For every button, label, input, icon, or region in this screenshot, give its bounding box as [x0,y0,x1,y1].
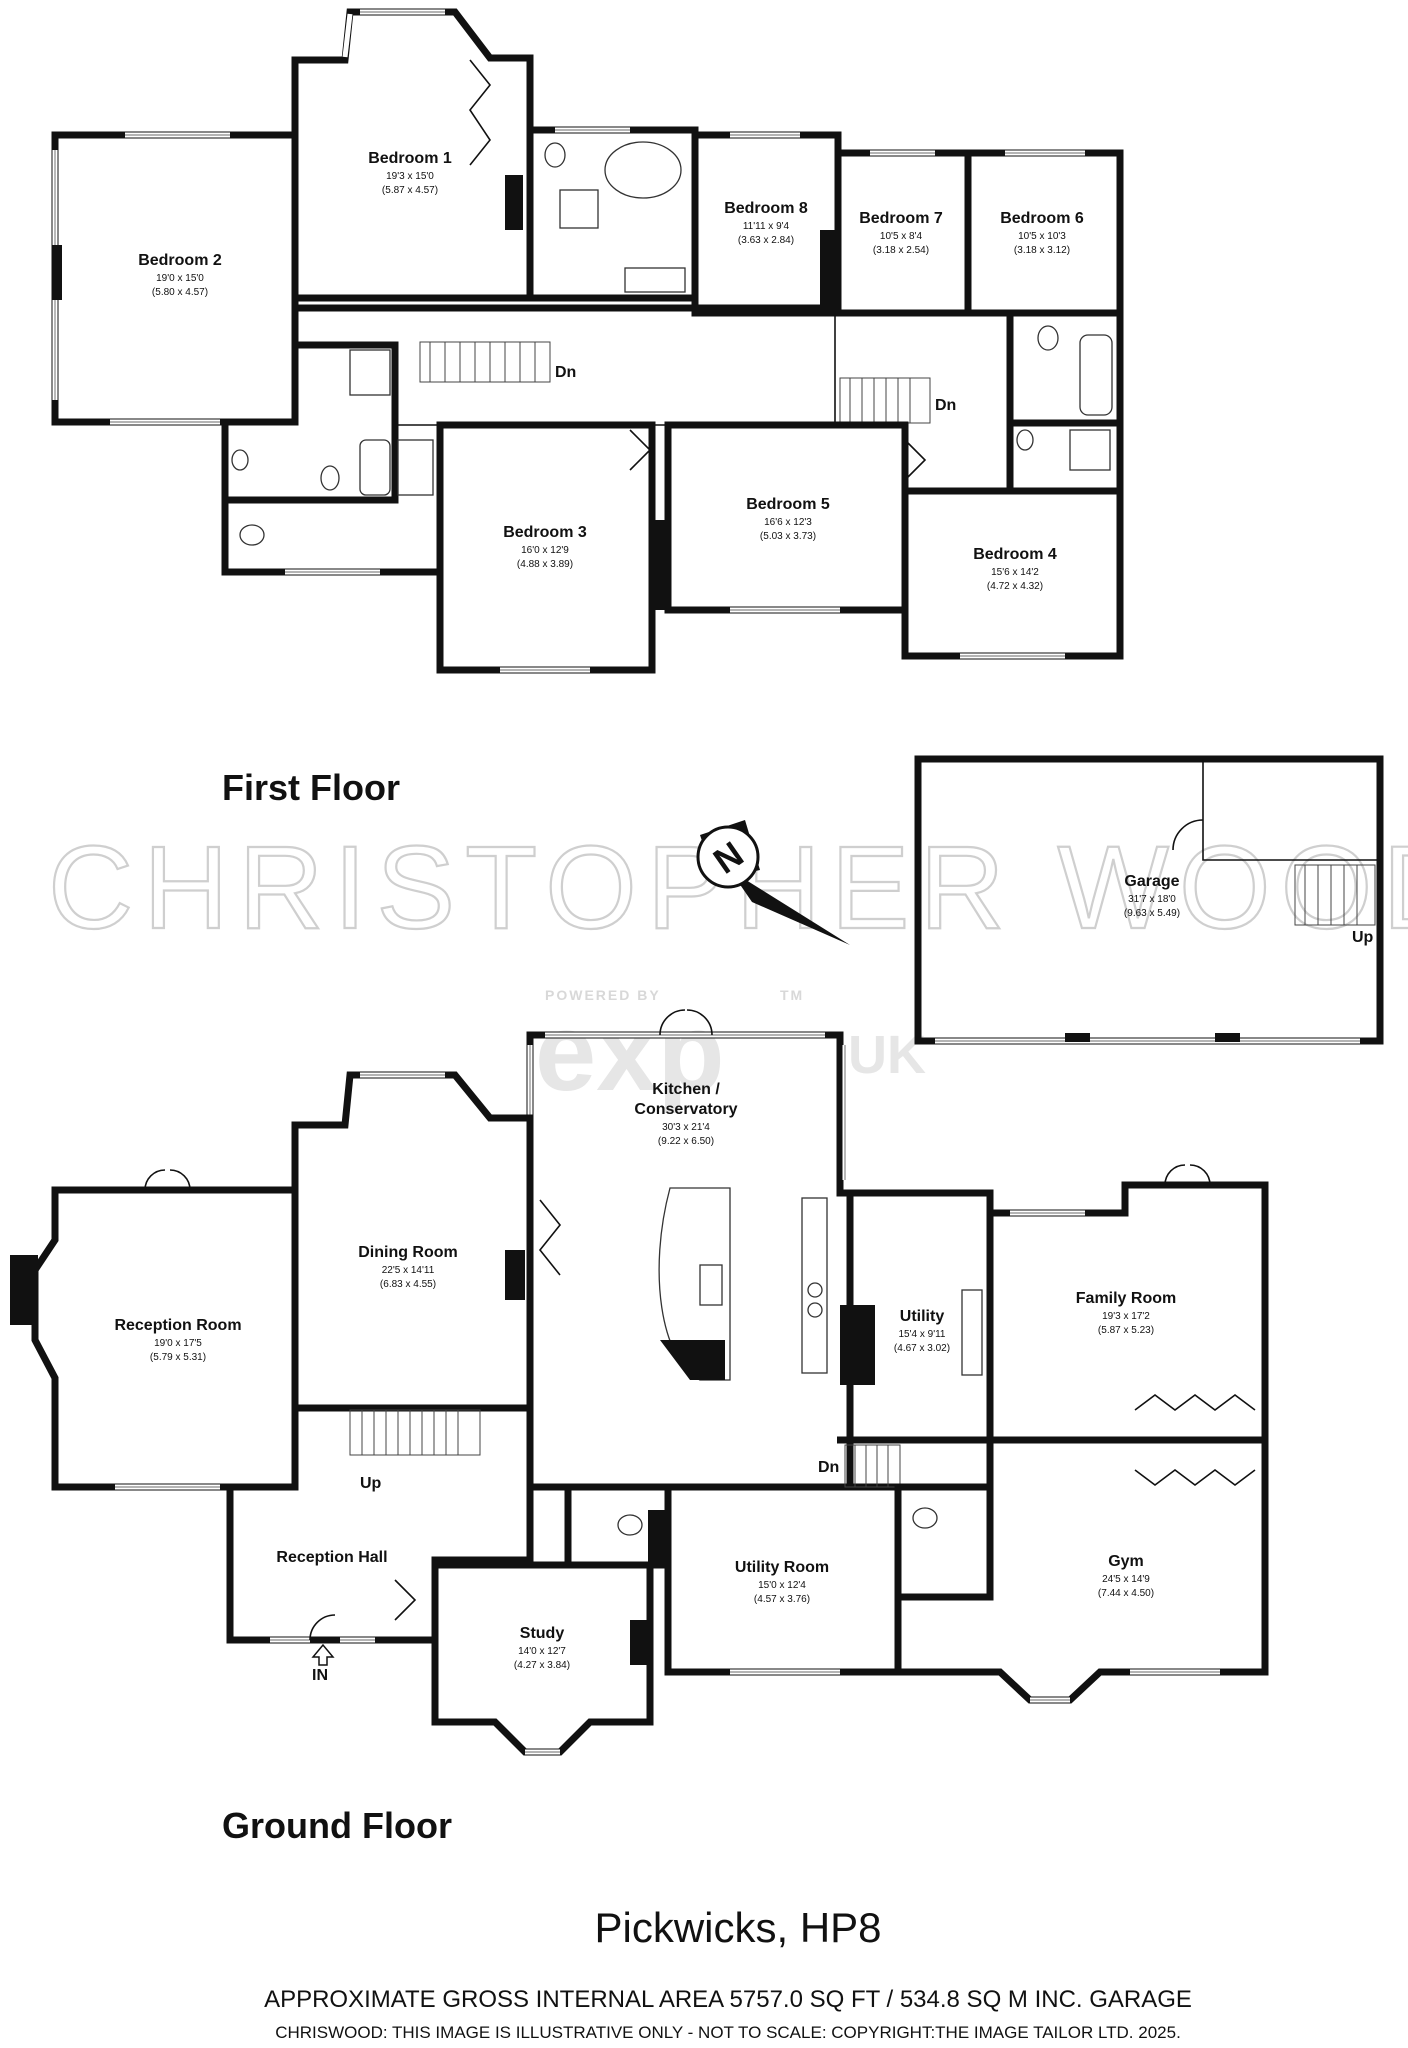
svg-text:(4.67 x 3.02): (4.67 x 3.02) [894,1343,950,1354]
stair-label-up: Up [360,1475,382,1492]
first-floor-plan: Dn Dn Bedroom 1 19'3 x 15'0 [51,8,1124,674]
svg-text:Bedroom 3: Bedroom 3 [503,524,587,541]
room-label-family-room: Family Room 19'3 x 17'2 (5.87 x 5.23) [1076,1290,1176,1336]
svg-text:30'3 x 21'4: 30'3 x 21'4 [662,1122,710,1133]
svg-text:31'7 x 18'0: 31'7 x 18'0 [1128,894,1176,905]
svg-text:Reception Hall: Reception Hall [276,1549,387,1566]
svg-text:15'0 x 12'4: 15'0 x 12'4 [758,1580,806,1591]
stair-label-dn-2: Dn [935,397,956,414]
svg-text:Bedroom 5: Bedroom 5 [746,496,830,513]
room-label-bedroom-5: Bedroom 5 16'6 x 12'3 (5.03 x 3.73) [746,496,830,542]
north-arrow-icon: N [696,820,850,945]
watermark-logo: exp [535,991,725,1114]
property-address: Pickwicks, HP8 [594,1904,881,1951]
svg-text:Bedroom 8: Bedroom 8 [724,200,808,217]
reception-room-walls [31,1186,299,1491]
svg-text:15'6 x 14'2: 15'6 x 14'2 [991,567,1039,578]
svg-text:Garage: Garage [1124,873,1179,890]
svg-text:Bedroom 1: Bedroom 1 [368,150,452,167]
svg-text:(5.87 x 5.23): (5.87 x 5.23) [1098,1325,1154,1336]
first-floor-stairs-1 [419,341,551,383]
svg-text:Study: Study [520,1625,565,1642]
svg-text:Reception Room: Reception Room [114,1317,241,1334]
room-label-gym: Gym 24'5 x 14'9 (7.44 x 4.50) [1098,1553,1154,1599]
svg-text:10'5 x 8'4: 10'5 x 8'4 [880,231,923,242]
entrance-label: IN [312,1667,328,1684]
stair-label-dn-ground: Dn [818,1459,839,1476]
gym-walls [894,1436,1269,1704]
svg-text:15'4 x 9'11: 15'4 x 9'11 [898,1329,945,1340]
room-label-reception-room: Reception Room 19'0 x 17'5 (5.79 x 5.31) [114,1317,241,1363]
ground-floor-plan: Kitchen / Conservatory 30'3 x 21'4 (9.22… [10,1009,1269,1756]
svg-text:19'3 x 17'2: 19'3 x 17'2 [1102,1311,1150,1322]
svg-text:Utility: Utility [900,1308,945,1325]
ground-floor-title: Ground Floor [222,1805,452,1846]
stair-label-dn-1: Dn [555,364,576,381]
svg-text:(7.44 x 4.50): (7.44 x 4.50) [1098,1588,1154,1599]
svg-text:(4.88 x 3.89): (4.88 x 3.89) [517,559,573,570]
svg-text:Gym: Gym [1108,1553,1144,1570]
svg-text:(4.57 x 3.76): (4.57 x 3.76) [754,1594,810,1605]
room-label-utility-room: Utility Room 15'0 x 12'4 (4.57 x 3.76) [735,1559,829,1605]
gross-internal-area: APPROXIMATE GROSS INTERNAL AREA 5757.0 S… [264,1986,1192,2013]
svg-text:16'0 x 12'9: 16'0 x 12'9 [521,545,569,556]
svg-text:Bedroom 2: Bedroom 2 [138,252,222,269]
disclaimer: CHRISWOOD: THIS IMAGE IS ILLUSTRATIVE ON… [275,2023,1181,2042]
svg-text:(3.18 x 2.54): (3.18 x 2.54) [873,245,929,256]
dining-room-walls [291,1071,534,1412]
room-label-bedroom-3: Bedroom 3 16'0 x 12'9 (4.88 x 3.89) [503,524,587,570]
watermark-logo-suffix: UK [848,1025,926,1085]
room-label-bedroom-7: Bedroom 7 10'5 x 8'4 (3.18 x 2.54) [859,210,943,256]
first-floor-stairs-2 [839,377,931,424]
room-label-study: Study 14'0 x 12'7 (4.27 x 3.84) [514,1625,570,1671]
svg-text:(6.83 x 4.55): (6.83 x 4.55) [380,1279,436,1290]
svg-text:(9.63 x 5.49): (9.63 x 5.49) [1124,908,1180,919]
svg-text:(5.80 x 4.57): (5.80 x 4.57) [152,287,208,298]
first-floor-title: First Floor [222,767,400,808]
svg-text:(5.87 x 4.57): (5.87 x 4.57) [382,185,438,196]
svg-text:(4.72 x 4.32): (4.72 x 4.32) [987,581,1043,592]
watermark-powered-by: POWERED BY [545,987,661,1003]
garage-stair-label: Up [1352,929,1374,946]
svg-text:Bedroom 7: Bedroom 7 [859,210,943,227]
room-label-bedroom-6: Bedroom 6 10'5 x 10'3 (3.18 x 3.12) [1000,210,1084,256]
room-label-bedroom-4: Bedroom 4 15'6 x 14'2 (4.72 x 4.32) [973,546,1057,592]
svg-text:11'11 x 9'4: 11'11 x 9'4 [743,221,790,232]
svg-text:14'0 x 12'7: 14'0 x 12'7 [518,1646,566,1657]
watermark-trademark: TM [780,987,804,1003]
svg-text:(3.18 x 3.12): (3.18 x 3.12) [1014,245,1070,256]
svg-text:(4.27 x 3.84): (4.27 x 3.84) [514,1660,570,1671]
room-label-kitchen: Kitchen / Conservatory 30'3 x 21'4 (9.22… [634,1081,737,1147]
svg-text:24'5 x 14'9: 24'5 x 14'9 [1102,1574,1150,1585]
svg-text:19'0 x 17'5: 19'0 x 17'5 [154,1338,202,1349]
svg-text:(9.22 x 6.50): (9.22 x 6.50) [658,1136,714,1147]
svg-text:22'5 x 14'11: 22'5 x 14'11 [382,1265,435,1276]
svg-text:Kitchen /: Kitchen / [652,1081,720,1098]
room-label-bedroom-1: Bedroom 1 19'3 x 15'0 (5.87 x 4.57) [368,150,452,196]
svg-text:Utility Room: Utility Room [735,1559,829,1576]
room-label-bedroom-2: Bedroom 2 19'0 x 15'0 (5.80 x 4.57) [138,252,222,298]
svg-text:(5.79 x 5.31): (5.79 x 5.31) [150,1352,206,1363]
svg-text:Bedroom 6: Bedroom 6 [1000,210,1084,227]
svg-text:Family Room: Family Room [1076,1290,1176,1307]
room-label-dining-room: Dining Room 22'5 x 14'11 (6.83 x 4.55) [358,1244,458,1290]
svg-text:Bedroom 4: Bedroom 4 [973,546,1057,563]
svg-text:16'6 x 12'3: 16'6 x 12'3 [764,517,812,528]
entrance-arrow-icon [311,1643,335,1666]
study-walls [431,1561,654,1756]
svg-text:10'5 x 10'3: 10'5 x 10'3 [1018,231,1066,242]
svg-text:19'0 x 15'0: 19'0 x 15'0 [156,273,204,284]
svg-text:Conservatory: Conservatory [634,1101,737,1118]
room-label-reception-hall: Reception Hall [276,1549,387,1566]
svg-text:(3.63 x 2.84): (3.63 x 2.84) [738,235,794,246]
garage-plan: Garage 31'7 x 18'0 (9.63 x 5.49) Up [914,755,1384,1045]
svg-text:Dining Room: Dining Room [358,1244,458,1261]
room-label-garage: Garage 31'7 x 18'0 (9.63 x 5.49) [1124,873,1180,919]
room-label-utility: Utility 15'4 x 9'11 (4.67 x 3.02) [894,1308,950,1354]
room-label-bedroom-8: Bedroom 8 11'11 x 9'4 (3.63 x 2.84) [724,200,808,246]
svg-text:(5.03 x 3.73): (5.03 x 3.73) [760,531,816,542]
svg-text:19'3 x 15'0: 19'3 x 15'0 [386,171,434,182]
